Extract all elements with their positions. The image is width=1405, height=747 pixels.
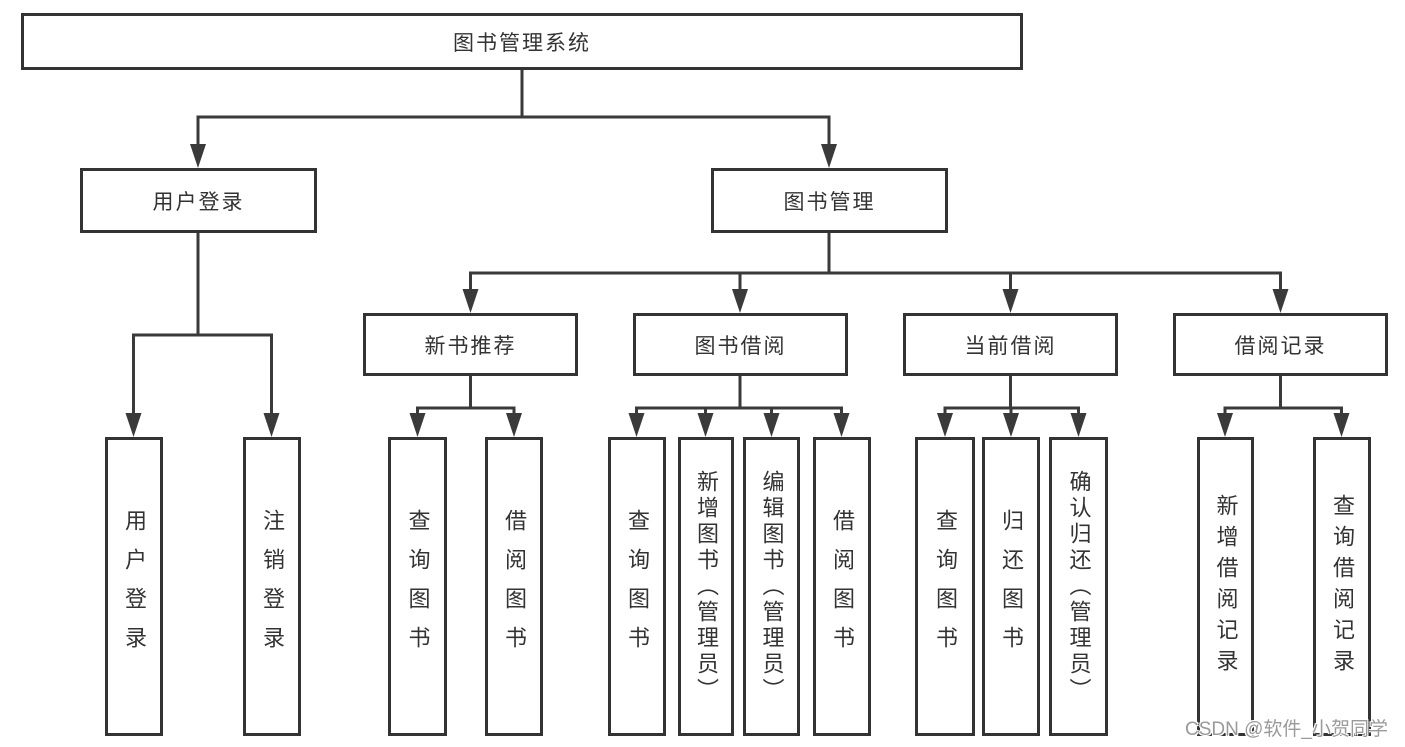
node-query-books-under-recommend: 查询图书 — [388, 437, 447, 736]
node-label: 借阅图书 — [830, 508, 855, 665]
node-label: 图书管理 — [783, 190, 876, 214]
node-confirm-return-admin: 确认归还（管理员） — [1049, 437, 1108, 736]
node-label: 注销登录 — [260, 508, 285, 665]
node-label: 编辑图书（管理员） — [759, 469, 785, 704]
node-label: 新书推荐 — [424, 334, 517, 358]
node-add-books-admin: 新增图书（管理员） — [678, 437, 734, 736]
node-label: 查询借阅记录 — [1330, 493, 1355, 680]
node-label: 图书管理系统 — [453, 31, 591, 55]
node-book-management: 图书管理 — [711, 168, 948, 233]
node-label: 用户登录 — [122, 508, 147, 665]
node-label: 当前借阅 — [964, 334, 1057, 358]
node-borrow-books-under-recommend: 借阅图书 — [485, 437, 543, 736]
node-label: 确认归还（管理员） — [1066, 469, 1092, 704]
node-label: 图书借阅 — [694, 334, 787, 358]
node-label: 新增借阅记录 — [1213, 493, 1239, 680]
node-label: 用户登录 — [152, 190, 245, 214]
node-label: 归还图书 — [999, 508, 1024, 665]
node-add-borrow-record: 新增借阅记录 — [1197, 437, 1254, 736]
node-label: 借阅图书 — [502, 508, 527, 665]
node-return-books: 归还图书 — [982, 437, 1040, 736]
node-logout: 注销登录 — [243, 437, 301, 736]
node-new-book-recommendation: 新书推荐 — [363, 313, 578, 376]
node-edit-books-admin: 编辑图书（管理员） — [743, 437, 800, 736]
node-book-borrowing: 图书借阅 — [633, 313, 848, 376]
node-current-borrowing: 当前借阅 — [903, 313, 1118, 376]
node-label: 借阅记录 — [1234, 334, 1327, 358]
node-library-management-system: 图书管理系统 — [21, 13, 1023, 70]
node-query-books-under-current: 查询图书 — [915, 437, 975, 736]
node-borrow-books-under-borrowing: 借阅图书 — [813, 437, 871, 736]
node-user-login-action: 用户登录 — [105, 437, 163, 736]
node-label: 新增图书（管理员） — [694, 469, 719, 704]
node-borrowing-records: 借阅记录 — [1173, 313, 1388, 376]
node-label: 查询图书 — [405, 508, 431, 665]
node-user-login: 用户登录 — [80, 168, 317, 233]
node-label: 查询图书 — [933, 508, 958, 665]
watermark: CSDN @软件_小贺同学 — [1185, 719, 1388, 740]
node-query-borrow-record: 查询借阅记录 — [1313, 437, 1371, 736]
node-query-books-under-borrowing: 查询图书 — [608, 437, 666, 736]
node-label: 查询图书 — [625, 508, 650, 665]
